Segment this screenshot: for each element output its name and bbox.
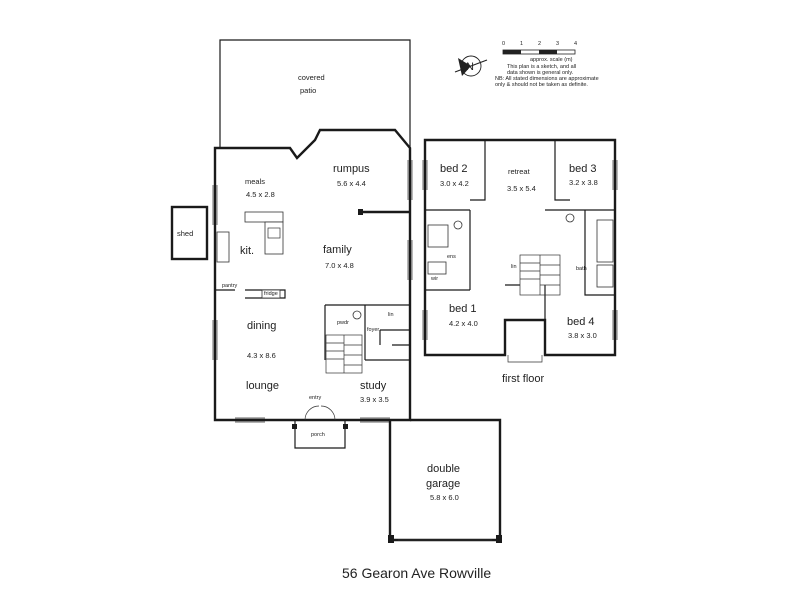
shed-label: shed: [177, 229, 193, 238]
study-dims: 3.9 x 3.5: [360, 395, 389, 404]
meals-dims: 4.5 x 2.8: [246, 190, 275, 199]
bed3-label: bed 3: [569, 163, 597, 175]
scale-note-3: NB: All stated dimensions are approximat…: [495, 76, 599, 82]
scale-tick-0: 0: [502, 41, 505, 47]
garage-label-1: double: [427, 463, 460, 475]
scale-label: approx. scale (m): [530, 57, 573, 63]
linen-label: lin: [388, 312, 394, 318]
scale-legend: 0 1 2 3 4 approx. scale (m) This plan is…: [454, 41, 599, 88]
dining-label: dining: [247, 320, 276, 332]
bath-tub: [596, 219, 614, 263]
bed3-dims: 3.2 x 3.8: [569, 178, 598, 187]
scale-bar-seg3: [539, 50, 557, 54]
garage-right-post: [496, 535, 502, 543]
first-windows: [422, 160, 618, 340]
family-label: family: [323, 244, 352, 256]
first-floor-label: first floor: [502, 373, 545, 385]
partition-post: [358, 209, 363, 215]
scale-tick-4: 4: [574, 41, 577, 47]
powder-toilet: [352, 310, 362, 320]
bath-label: bath: [576, 266, 587, 272]
garage-dims: 5.8 x 6.0: [430, 493, 459, 502]
ground-floor: [170, 39, 502, 543]
bed1-bay: [507, 355, 543, 363]
foyer-label: foyer: [367, 327, 379, 333]
scale-bar-seg1: [503, 50, 521, 54]
porch-label: porch: [311, 432, 325, 438]
entry-label: entry: [309, 395, 321, 401]
lounge-label: lounge: [246, 380, 279, 392]
retreat-dims: 3.5 x 5.4: [507, 184, 536, 193]
scale-tick-2: 2: [538, 41, 541, 47]
porch-outline: [294, 420, 346, 449]
covered-patio-label-1: covered: [298, 73, 325, 82]
powder-label: pwdr: [337, 320, 349, 326]
scale-note-4: only & should not be taken as definite.: [495, 82, 588, 88]
meals-label: meals: [245, 177, 265, 186]
kit-label: kit.: [240, 245, 254, 257]
ens-label: ens: [447, 254, 456, 260]
lounge-dims: 4.3 x 8.6: [247, 351, 276, 360]
room-labels: covered patio meals 4.5 x 2.8 rumpus 5.6…: [177, 73, 598, 502]
first-floor: [422, 138, 618, 363]
first-linen-label: lin: [511, 264, 517, 270]
garage-label-2: garage: [426, 478, 460, 490]
kitchen-side-bench: [216, 231, 230, 263]
bed4-dims: 3.8 x 3.0: [568, 331, 597, 340]
entry-door: [304, 405, 336, 421]
shed-outline: [170, 205, 209, 261]
bed4-label: bed 4: [567, 316, 595, 328]
hall-walls: [324, 304, 410, 360]
scale-tick-3: 3: [556, 41, 559, 47]
covered-patio-outline: [219, 39, 411, 148]
first-floor-internal-walls: [425, 140, 615, 320]
fridge-label: fridge: [264, 291, 278, 297]
porch-post-left: [292, 424, 297, 429]
ensuite-vanity: [427, 261, 447, 275]
scale-note-2: data shown is general only.: [507, 70, 574, 76]
rumpus-label: rumpus: [333, 163, 370, 175]
ensuite-toilet: [453, 220, 463, 230]
bath-toilet: [565, 213, 575, 223]
covered-patio-label-2: patio: [300, 86, 316, 95]
ground-windows: [212, 160, 413, 423]
bath-shower: [596, 264, 614, 288]
ground-floor-walls: [213, 128, 412, 422]
ensuite-shower: [427, 224, 449, 248]
bed2-dims: 3.0 x 4.2: [440, 179, 469, 188]
scale-tick-1: 1: [520, 41, 523, 47]
wir-label: wir: [430, 276, 438, 282]
retreat-label: retreat: [508, 167, 531, 176]
family-dims: 7.0 x 4.8: [325, 261, 354, 270]
svg-text:N: N: [466, 61, 474, 73]
rumpus-dims: 5.6 x 4.4: [337, 179, 366, 188]
first-stairs: [519, 254, 561, 296]
scale-note-1: This plan is a sketch, and all: [507, 64, 576, 70]
fridge-box: [261, 289, 281, 299]
study-label: study: [360, 380, 387, 392]
kitchen-island: [244, 211, 284, 223]
porch-post-right: [343, 424, 348, 429]
pantry-label: pantry: [222, 283, 238, 289]
garage-left-post: [388, 535, 394, 543]
kitchen-sink: [267, 227, 281, 239]
bed2-label: bed 2: [440, 163, 468, 175]
study-wall: [365, 344, 410, 361]
ground-stairs: [325, 334, 363, 374]
address-label: 56 Gearon Ave Rowville: [342, 565, 491, 581]
bed1-dims: 4.2 x 4.0: [449, 319, 478, 328]
north-arrow-icon: N: [454, 55, 488, 77]
bed1-label: bed 1: [449, 303, 477, 315]
